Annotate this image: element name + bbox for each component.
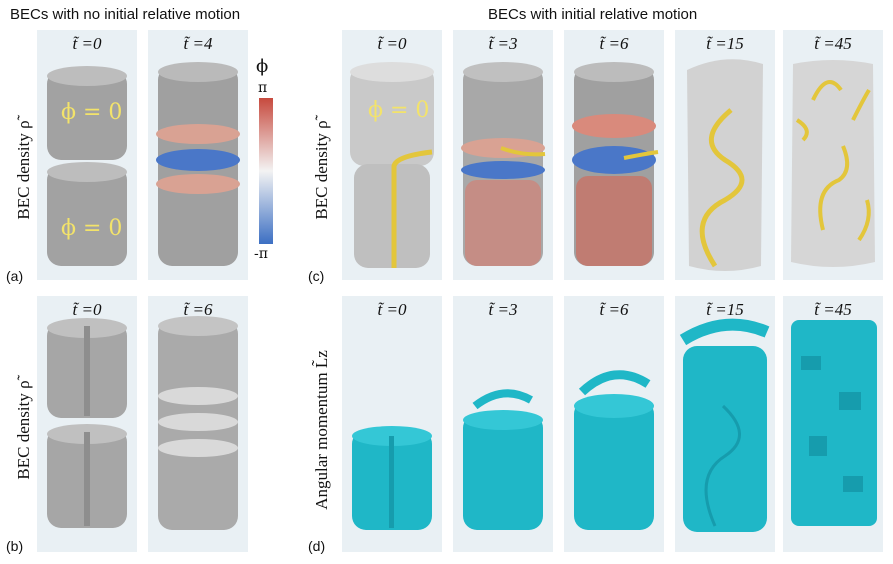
time-label: t̃ =0	[377, 34, 407, 53]
phi-zero-label: ϕ = 0	[368, 98, 430, 123]
panel-d-t15: t̃ =15	[675, 296, 775, 552]
time-label: t̃ =0	[377, 300, 407, 319]
panel-letter-a: (a)	[6, 268, 24, 284]
angular-momentum-cylinder	[574, 370, 654, 530]
ylabel-density-a: BEC density ρ̃	[14, 120, 33, 220]
cylinder-pair-vortex	[47, 318, 127, 528]
time-label: t̃ =3	[488, 300, 518, 319]
panel-c-t6: t̃ =6	[564, 30, 664, 280]
time-label: t̃ =6	[599, 300, 629, 319]
phi-zero-label: ϕ = 0	[61, 216, 123, 241]
merged-cylinder-rings	[158, 316, 238, 530]
panel-letter-d: (d)	[308, 538, 326, 554]
time-label: t̃ =15	[706, 300, 744, 319]
ylabel-density-b: BEC density ρ̃	[14, 380, 33, 480]
time-label: t̃ =4	[183, 34, 213, 53]
angular-momentum-cylinder	[352, 426, 432, 530]
panel-d-t6: t̃ =6	[564, 296, 664, 552]
time-label: t̃ =0	[72, 300, 102, 319]
panel-a-t0: t̃ =0 ϕ = 0 ϕ = 0	[37, 30, 137, 280]
merged-cylinder-phase	[572, 62, 659, 266]
panel-b-t6: t̃ =6	[148, 296, 248, 552]
colorbar-bottom-label: -π	[254, 246, 268, 262]
cylinder-pair-gray	[47, 66, 127, 266]
panel-c-t15: t̃ =15	[675, 30, 775, 280]
time-label: t̃ =6	[599, 34, 629, 53]
panel-d-t0: t̃ =0	[342, 296, 442, 552]
ylabel-density-c: BEC density ρ̃	[312, 120, 331, 220]
time-label: t̃ =15	[706, 34, 744, 53]
angular-momentum-helix	[679, 318, 770, 532]
angular-momentum-cylinder	[463, 389, 543, 530]
merged-cylinder-phase	[461, 62, 546, 266]
phi-zero-label: ϕ = 0	[61, 100, 123, 125]
time-label: t̃ =6	[183, 300, 213, 319]
colorbar-symbol: ϕ	[256, 56, 269, 77]
time-label: t̃ =45	[814, 34, 852, 53]
header-left: BECs with no initial relative motion	[10, 6, 241, 23]
angular-momentum-turbulent	[791, 320, 877, 526]
time-label: t̃ =0	[72, 34, 102, 53]
ylabel-angular-d: Angular momentum L̃z	[312, 350, 331, 510]
panel-letter-b: (b)	[6, 538, 24, 554]
panel-d-t3: t̃ =3	[453, 296, 553, 552]
helical-vortex	[687, 59, 763, 272]
time-label: t̃ =45	[814, 300, 852, 319]
time-label: t̃ =3	[488, 34, 518, 53]
panel-b-t0: t̃ =0	[37, 296, 137, 552]
panel-c-t45: t̃ =45	[783, 30, 883, 280]
panel-a-t4: t̃ =4	[148, 30, 248, 280]
colorbar-top-label: π	[258, 80, 268, 96]
panel-letter-c: (c)	[308, 268, 325, 284]
header-right: BECs with initial relative motion	[488, 6, 698, 23]
panel-c-t0: t̃ =0 ϕ = 0	[342, 30, 442, 280]
colorbar	[259, 98, 273, 244]
merged-cylinder-phase	[156, 62, 240, 266]
panel-c-t3: t̃ =3	[453, 30, 553, 280]
cylinder-pair-vortex-line	[350, 62, 434, 268]
panel-d-t45: t̃ =45	[783, 296, 883, 552]
turbulent-vortex-tangle	[791, 60, 875, 267]
